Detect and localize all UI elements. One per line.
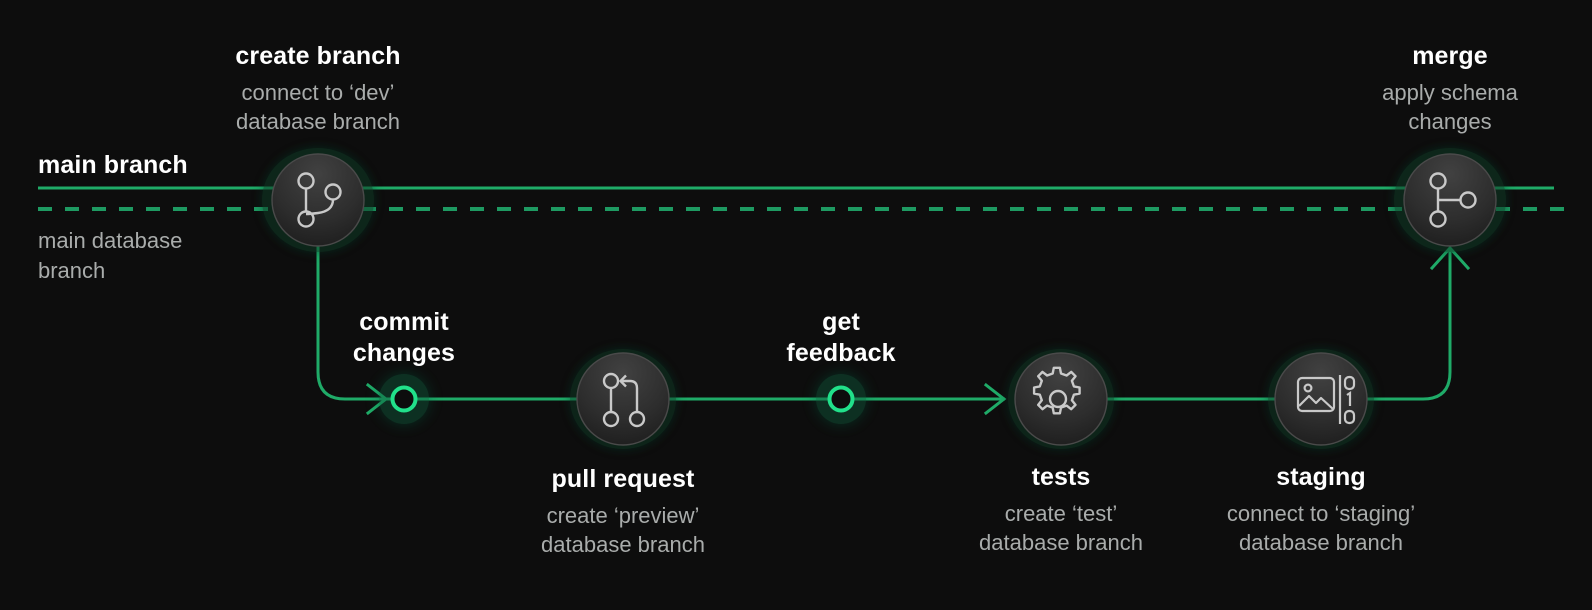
node-staging[interactable] [1268, 349, 1374, 449]
node-get-feedback[interactable] [816, 374, 866, 424]
node-merge[interactable] [1394, 148, 1506, 252]
staging-title: staging [1276, 463, 1366, 491]
git-merge-icon [1429, 172, 1477, 228]
git-branch-icon [297, 172, 342, 228]
tests-subtitle: create ‘test’ database branch [979, 499, 1143, 559]
commit-changes-title-line2: changes [352, 338, 456, 367]
node-circle [576, 352, 670, 446]
merge-subtitle: apply schema changes [1382, 78, 1518, 138]
pull-request-title: pull request [551, 465, 695, 493]
node-pull-request[interactable] [570, 349, 676, 449]
node-commit-changes[interactable] [379, 374, 429, 424]
main-database-branch-line1: main database [38, 228, 183, 253]
merge-title: merge [1412, 42, 1488, 70]
main-branch-label: main branch [38, 151, 188, 179]
caption-get-feedback: get feedback [786, 307, 895, 368]
create-branch-sub-line2: database branch [236, 109, 400, 135]
pull-request-subtitle: create ‘preview’ database branch [541, 501, 705, 561]
staging-sub-line2: database branch [1239, 530, 1403, 556]
pull-request-sub-line2: database branch [541, 532, 705, 558]
path-create-branch-to-commit [316, 232, 392, 401]
node-tests[interactable] [1008, 349, 1114, 449]
image-binary-icon [1296, 375, 1356, 425]
staging-sub-line1: connect to ‘staging’ [1226, 500, 1416, 526]
main-database-branch-line2: branch [38, 257, 106, 283]
ring-node-icon [827, 385, 855, 413]
caption-merge: merge apply schema changes [1382, 41, 1518, 137]
tests-title: tests [1031, 463, 1091, 491]
staging-subtitle: connect to ‘staging’ database branch [1227, 499, 1415, 559]
create-branch-subtitle: connect to ‘dev’ database branch [235, 78, 400, 138]
caption-tests: tests create ‘test’ database branch [979, 462, 1143, 558]
caption-staging: staging connect to ‘staging’ database br… [1227, 462, 1415, 558]
commit-changes-title-line1: commit [359, 308, 449, 336]
tests-sub-line2: database branch [979, 530, 1143, 556]
tests-sub-line1: create ‘test’ [1004, 500, 1118, 526]
main-database-branch-label: main database branch [38, 226, 182, 286]
create-branch-title: create branch [235, 42, 401, 70]
create-branch-sub-line1: connect to ‘dev’ [241, 79, 395, 105]
get-feedback-title-line2: feedback [786, 338, 896, 367]
node-create-branch[interactable] [262, 148, 374, 252]
get-feedback-title-line1: get [822, 308, 860, 336]
arrowhead-into-tests [983, 382, 1007, 416]
caption-commit-changes: commit changes [353, 307, 455, 368]
node-circle [1014, 352, 1108, 446]
ring-node-icon [390, 385, 418, 413]
merge-sub-line2: changes [1408, 109, 1492, 135]
node-circle [271, 153, 365, 247]
pull-request-sub-line1: create ‘preview’ [546, 502, 700, 528]
path-staging-to-merge [1361, 248, 1452, 401]
merge-sub-line1: apply schema [1382, 79, 1518, 105]
pull-request-icon [602, 372, 646, 428]
caption-pull-request: pull request create ‘preview’ database b… [541, 464, 705, 560]
gear-icon [1032, 366, 1081, 415]
caption-create-branch: create branch connect to ‘dev’ database … [235, 41, 400, 137]
